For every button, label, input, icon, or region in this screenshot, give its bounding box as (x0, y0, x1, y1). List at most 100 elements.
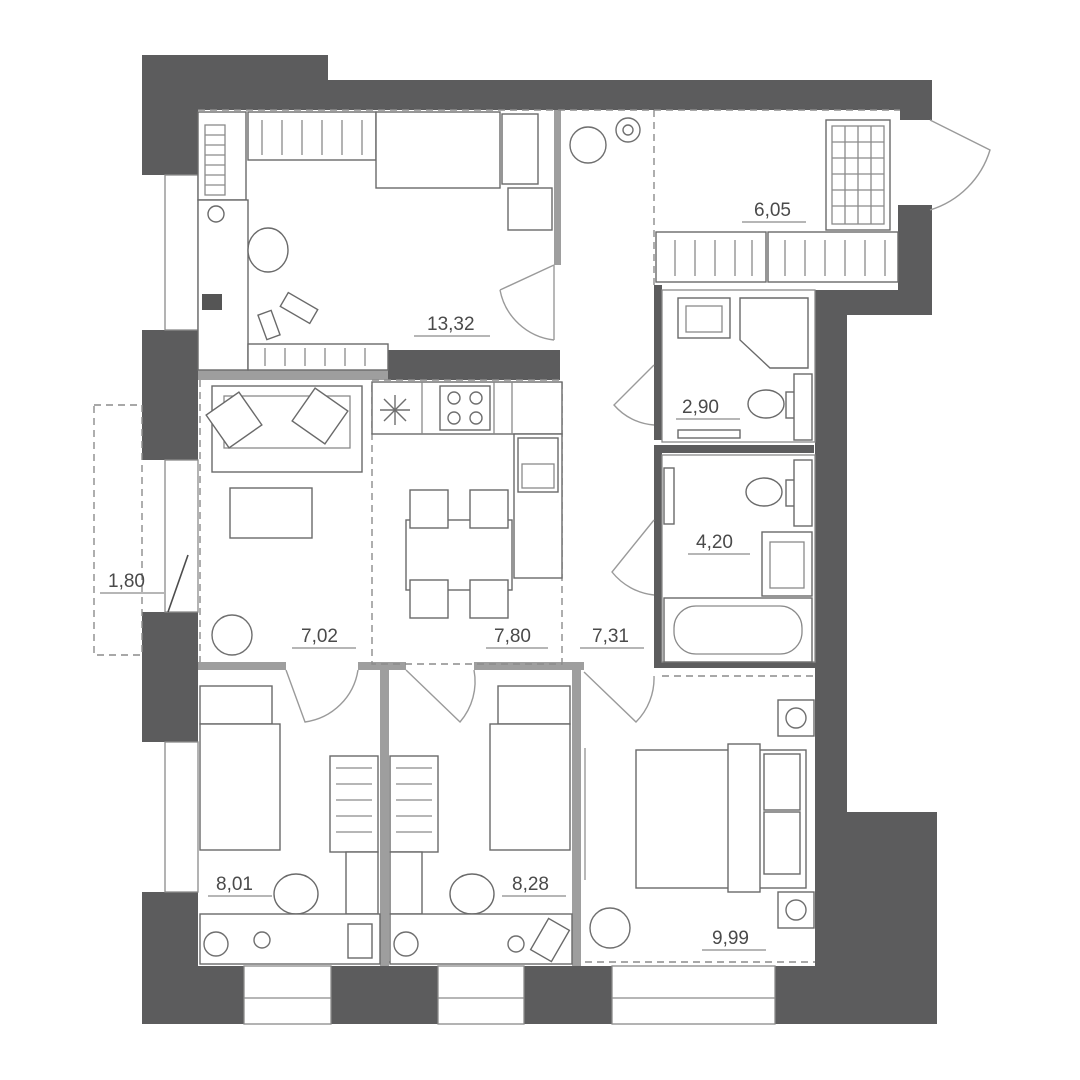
nightstand-top (507, 187, 553, 231)
area-label-wardrobe-room: 6,05 (754, 200, 791, 221)
partition-bedroom-bottom (198, 370, 388, 380)
partition-mid-horizontal-mid (358, 662, 406, 670)
area-label-living-room: 7,02 (301, 626, 338, 647)
chair-left (273, 873, 319, 915)
desk-top-left (197, 199, 249, 371)
bedroom-right-furniture (589, 699, 815, 949)
bedroom-left-furniture (199, 685, 381, 965)
sink-small (677, 297, 731, 339)
partition-bath-bottom (654, 662, 815, 668)
chair-k3 (409, 579, 449, 619)
plant-1 (569, 126, 607, 164)
kitchen-zone (371, 379, 563, 665)
toilet-large (745, 477, 783, 507)
partition-bath-mid (654, 445, 814, 453)
wall-left-b (142, 612, 198, 742)
bed-middle-headboard (497, 685, 571, 725)
chair-k2 (469, 489, 509, 529)
area-label-kitchen: 7,80 (494, 626, 531, 647)
wall-left-top (142, 55, 198, 175)
nightstand-r1 (777, 699, 815, 737)
sink (517, 437, 559, 493)
plant-middle (393, 931, 419, 957)
area-labels: 13,32 6,05 2,90 4,20 1,80 7,02 7,80 7,31… (100, 200, 806, 951)
hallway-plants (569, 117, 641, 164)
doors (167, 119, 991, 880)
pillow-r1 (763, 753, 801, 811)
wardrobe-middle (389, 755, 439, 853)
living-room-furniture (205, 385, 363, 656)
bed-top (375, 111, 501, 189)
wardrobe-top (247, 111, 377, 161)
closet-right (767, 231, 899, 283)
chair-k4 (469, 579, 509, 619)
shelf-left (345, 851, 379, 915)
partition-mid-horizontal-left (198, 662, 286, 670)
toy-car-2 (257, 309, 281, 341)
bathroom-small-fixtures (677, 297, 813, 441)
kitchen-furniture (371, 381, 563, 619)
partition-mid-horizontal-right (474, 662, 584, 670)
chair-middle (449, 873, 495, 915)
wall-right-lower (815, 315, 847, 815)
partition-bedrooms-divider (380, 670, 389, 966)
toilet-small (747, 389, 785, 419)
window-left-1 (164, 174, 199, 331)
bathroom-large-fixtures (663, 459, 813, 663)
wall-bottom-c (524, 966, 612, 1024)
area-label-bedroom-left: 8,01 (216, 874, 253, 895)
window-left-2 (164, 459, 199, 613)
chair-top (247, 227, 289, 273)
exterior-walls (142, 55, 937, 1025)
wall-top-right (900, 80, 932, 120)
wall-top (142, 55, 932, 110)
plant-2 (615, 117, 641, 143)
window-bottom-1 (243, 965, 332, 1025)
bed-left (199, 723, 281, 851)
shower (739, 297, 809, 369)
bedroom-middle-furniture (389, 685, 573, 965)
shelf-bottom (247, 343, 389, 371)
window-bottom-3 (611, 965, 776, 1025)
wardrobe-left (329, 755, 379, 853)
stove (439, 385, 491, 431)
area-label-bathroom-large: 4,20 (696, 532, 733, 553)
area-label-balcony: 1,80 (108, 571, 145, 592)
plant-left (203, 931, 229, 957)
shelf-middle (389, 851, 423, 915)
cushion-2 (291, 387, 349, 445)
area-label-bedroom-right: 9,99 (712, 928, 749, 949)
plant-living (211, 614, 253, 656)
wall-right-step (815, 290, 932, 315)
wall-bottom-d (775, 966, 937, 1024)
nightstand-r2 (777, 891, 815, 929)
partition-bath-left (654, 285, 662, 440)
dining-table (405, 519, 513, 591)
toy-car-1 (279, 291, 319, 325)
window-left-3 (164, 741, 199, 893)
bedroom-top-furniture (197, 111, 553, 371)
chair-k1 (409, 489, 449, 529)
area-label-bedroom-middle: 8,28 (512, 874, 549, 895)
wardrobe-room-furniture (655, 119, 899, 283)
window-bottom-2 (437, 965, 525, 1025)
partition-bedroom-right (572, 670, 581, 966)
wall-bottom-a (142, 966, 244, 1024)
pillow-r2 (763, 811, 801, 875)
area-label-bathroom-small: 2,90 (682, 397, 719, 418)
wall-left-a (142, 330, 198, 460)
plant-right (589, 907, 631, 949)
bed-middle (489, 723, 571, 851)
pillow-top (501, 113, 539, 185)
kitchen-wall (388, 350, 560, 380)
coffee-table (229, 487, 313, 539)
bathtub (663, 597, 813, 663)
area-label-hallway: 7,31 (592, 626, 629, 647)
partition-top-vertical (554, 110, 561, 265)
partition-bath-left2 (654, 453, 662, 668)
balcony-outline (93, 404, 143, 656)
area-label-bedroom-top: 13,32 (427, 314, 475, 335)
rug-pattern (831, 125, 885, 225)
bed-right-blanket (727, 743, 761, 893)
